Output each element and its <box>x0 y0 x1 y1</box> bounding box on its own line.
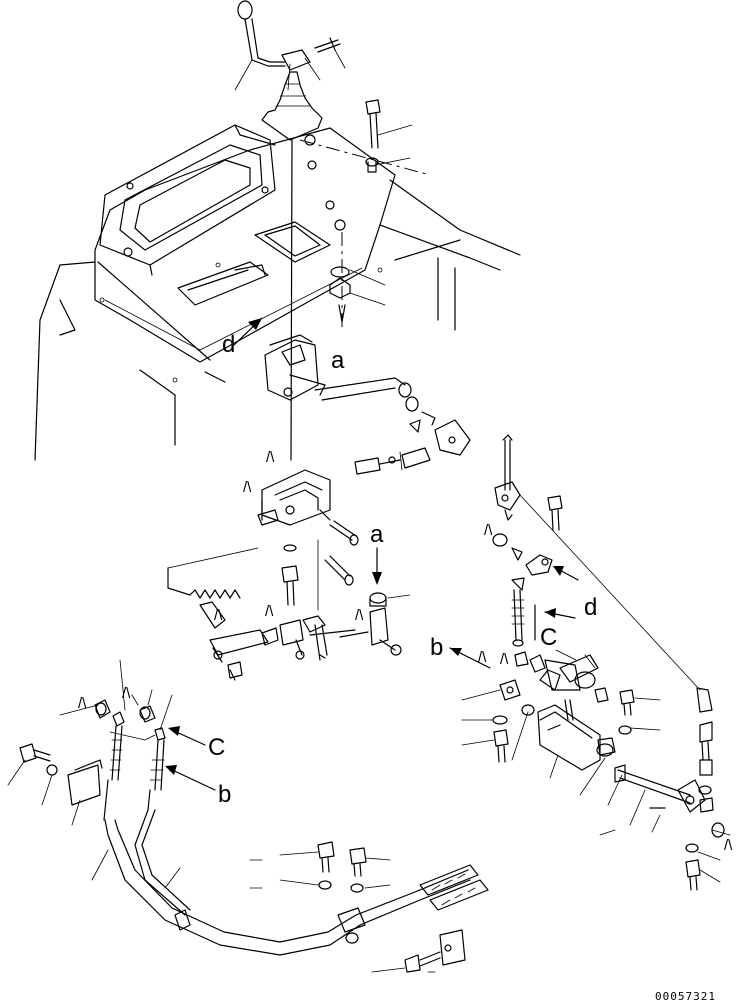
floor-panel <box>34 127 521 461</box>
ref-mark-6: /\ <box>484 522 493 539</box>
label-d-right: d <box>584 594 597 621</box>
ref-mark-5: /\ <box>355 607 364 624</box>
shift-lever <box>237 0 341 71</box>
right-top-pieces <box>354 382 471 475</box>
return-spring <box>167 547 259 599</box>
leader-lines-top <box>234 49 413 166</box>
middle-bracket <box>257 469 359 586</box>
ref-mark-2: /\ <box>266 449 275 466</box>
arrow-b-left-line <box>167 767 216 791</box>
ref-mark-11: /\ <box>724 837 733 854</box>
bolt-right-rod <box>547 495 563 531</box>
ref-mark-7: /\ <box>478 649 487 666</box>
rod-end <box>696 687 713 713</box>
bolt-top-right <box>365 99 381 173</box>
ref-mark-3: /\ <box>214 607 223 624</box>
left-far-bolts <box>7 743 103 826</box>
arrow-c-head <box>545 608 556 618</box>
label-c-left: C <box>208 734 225 761</box>
leader-lines-right <box>461 649 731 883</box>
leader-lines-left <box>59 659 181 889</box>
drawing-code: 00057321 <box>655 990 716 1003</box>
lower-linkage <box>199 539 402 681</box>
left-cable-parts <box>94 699 489 956</box>
arrow-c-left-head <box>168 726 180 736</box>
bottom-bolts <box>249 841 466 973</box>
ref-mark-4: /\ <box>265 603 274 620</box>
arrow-d-top-head <box>248 318 262 330</box>
centerline-top <box>299 139 431 176</box>
far-right-parts <box>614 689 725 891</box>
right-housing <box>537 699 616 771</box>
upper-bracket <box>264 334 406 401</box>
callout-a-mid: a <box>369 521 411 607</box>
lever-boot <box>261 71 323 141</box>
long-rod <box>519 494 701 691</box>
label-c-right: C <box>540 624 557 651</box>
arrow-b-right-head <box>450 648 462 656</box>
center-plate <box>99 134 383 383</box>
ref-mark-8: /\ <box>500 651 509 668</box>
nut-washer <box>329 266 386 306</box>
ref-marks: /\ /\ /\ /\ /\ /\ /\ /\ /\ /\ /\ <box>78 449 733 854</box>
label-a: a <box>370 521 384 548</box>
ref-mark-9: /\ <box>78 695 87 712</box>
bolt-middle <box>281 544 299 606</box>
ref-mark-1: /\ <box>243 479 252 496</box>
console-box <box>99 124 276 276</box>
ref-mark-10: /\ <box>122 685 131 702</box>
label-a-top: a <box>331 347 345 374</box>
label-b-left: b <box>218 781 231 808</box>
right-mid-parts <box>492 533 553 647</box>
arrow-d-right-head <box>553 566 564 576</box>
right-lower-cluster <box>492 651 609 763</box>
label-d-top: d <box>222 331 235 358</box>
label-b-right: b <box>430 634 443 661</box>
arrow-a-top <box>338 304 346 323</box>
vertical-rod-right <box>494 434 521 521</box>
lever-shaft-line <box>290 139 293 461</box>
arrow-b-left-head <box>165 765 177 775</box>
